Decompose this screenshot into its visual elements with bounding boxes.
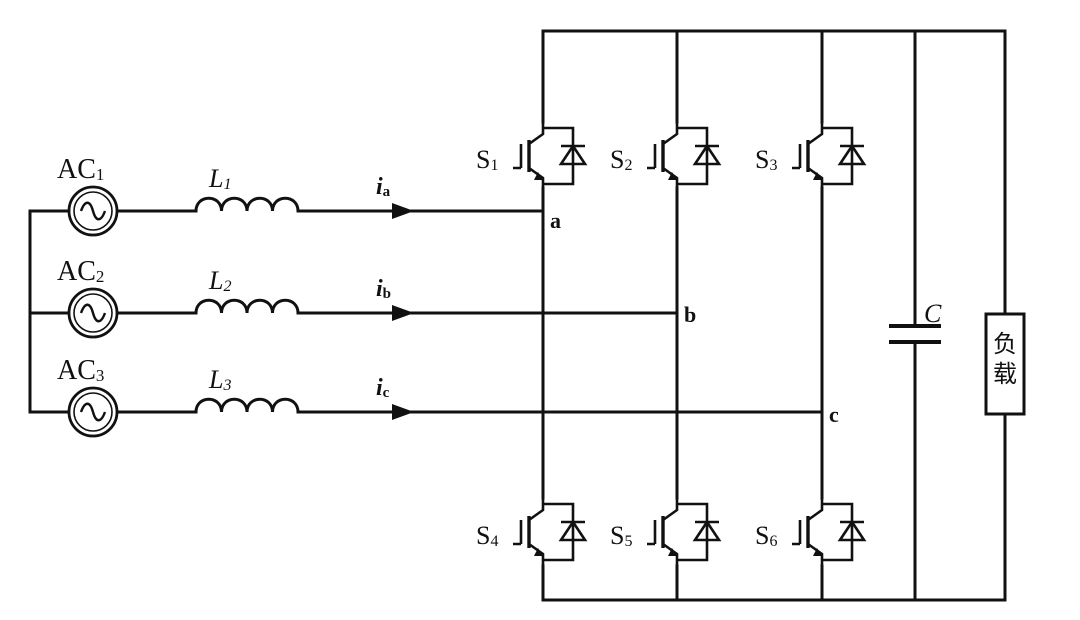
switch-1: S1 — [476, 122, 588, 190]
phase-currents: ia ib ic — [376, 174, 414, 420]
current-label-c: ic — [376, 375, 390, 401]
load-label: 负载 — [993, 330, 1017, 388]
switch-4: S4 — [476, 498, 588, 566]
igbt-diode-icon — [647, 122, 722, 190]
node-label-a: a — [550, 208, 561, 233]
switch-6: S6 — [755, 498, 867, 566]
ac-source-label-1: AC1 — [57, 154, 104, 185]
current-c: ic — [376, 375, 414, 420]
ac-source-icon — [67, 287, 119, 339]
ac-source-icon — [67, 185, 119, 237]
ac-source-label-3: AC3 — [57, 355, 104, 386]
switch-5: S5 — [610, 498, 722, 566]
capacitor: C — [889, 299, 942, 344]
inductor-2: L2 — [194, 266, 300, 315]
switch-2: S2 — [610, 122, 722, 190]
switch-label-5: S5 — [610, 521, 632, 550]
inductor-icon — [194, 298, 300, 315]
switch-label-2: S2 — [610, 145, 632, 174]
switch-label-4: S4 — [476, 521, 498, 550]
node-label-b: b — [684, 302, 696, 327]
switch-3: S3 — [755, 122, 867, 190]
capacitor-label: C — [924, 299, 942, 328]
switch-label-3: S3 — [755, 145, 777, 174]
ac-source-3: AC3 — [57, 355, 119, 438]
inductor-label-1: L1 — [208, 164, 231, 193]
ac-source-icon — [67, 386, 119, 438]
current-arrow-icon — [392, 305, 414, 321]
load: 负载 — [984, 312, 1026, 416]
inductor-label-3: L3 — [208, 365, 231, 394]
switch-label-6: S6 — [755, 521, 777, 550]
node-label-c: c — [829, 402, 839, 427]
switch-label-1: S1 — [476, 145, 498, 174]
current-arrow-icon — [392, 203, 414, 219]
inductor-icon — [194, 397, 300, 414]
ac-source-1: AC1 — [57, 154, 119, 237]
current-label-b: ib — [376, 276, 391, 302]
inductor-3: L3 — [194, 365, 300, 414]
igbt-diode-icon — [647, 498, 722, 566]
igbt-diode-icon — [513, 498, 588, 566]
phase-nodes: a b c — [550, 208, 839, 427]
current-arrow-icon — [392, 404, 414, 420]
igbt-diode-icon — [792, 122, 867, 190]
wiring — [28, 29, 1007, 602]
ac-source-label-2: AC2 — [57, 256, 104, 287]
inductor-1: L1 — [194, 164, 300, 213]
current-b: ib — [376, 276, 414, 321]
igbt-diode-icon — [513, 122, 588, 190]
current-a: ia — [376, 174, 414, 219]
ac-source-2: AC2 — [57, 256, 119, 339]
inductor-icon — [194, 196, 300, 213]
inductor-label-2: L2 — [208, 266, 231, 295]
current-label-a: ia — [376, 174, 391, 200]
load-resistor-icon — [984, 312, 1026, 416]
igbt-diode-icon — [792, 498, 867, 566]
